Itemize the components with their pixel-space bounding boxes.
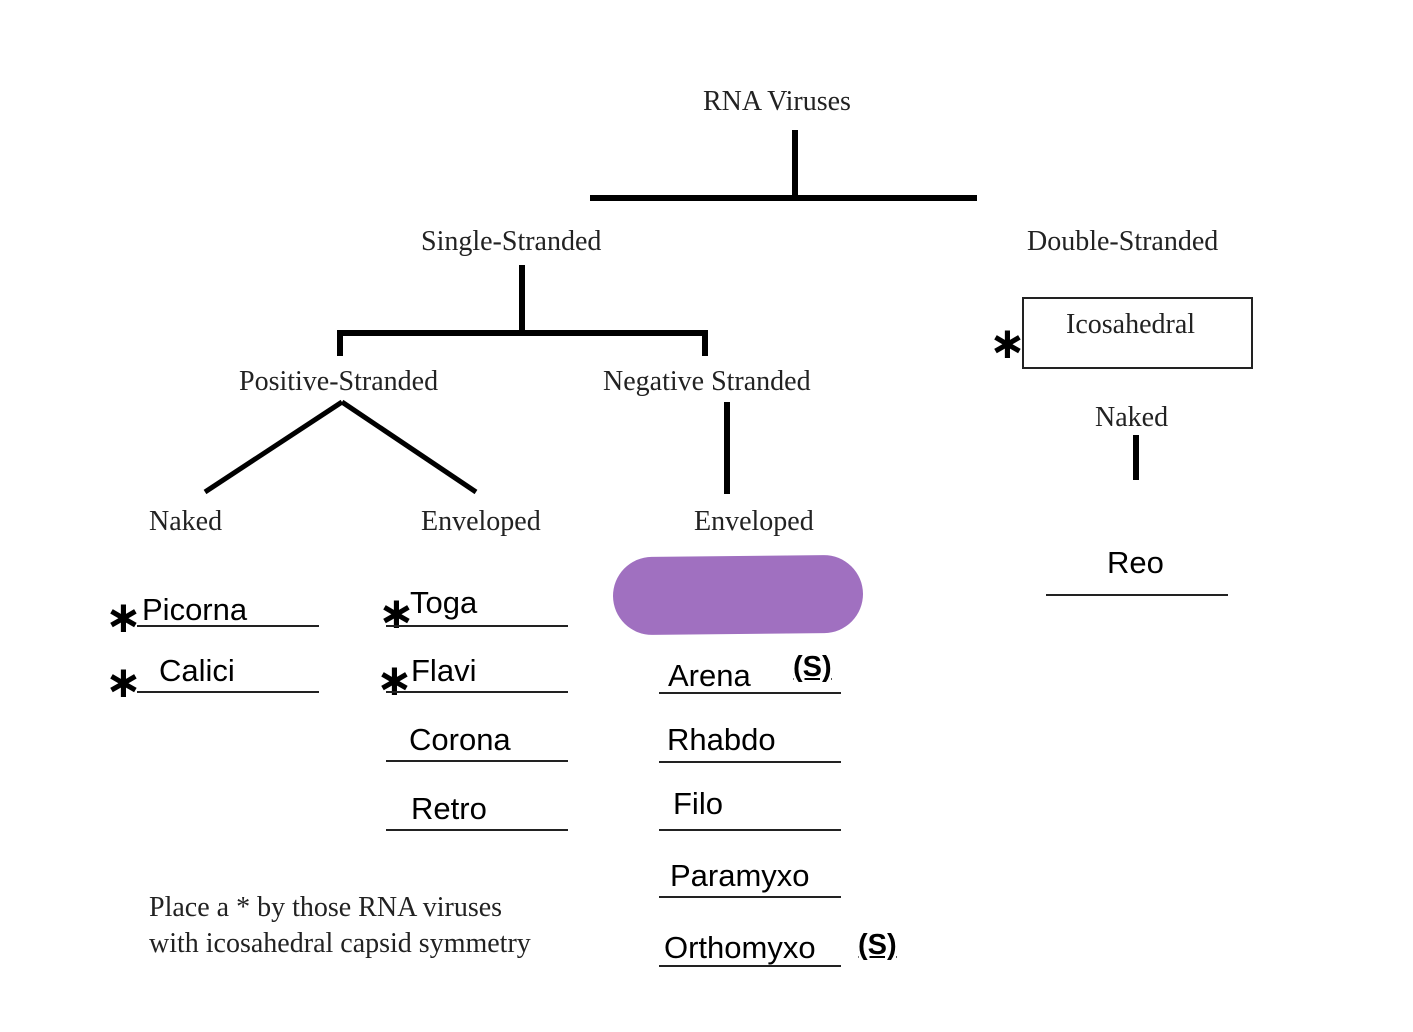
answer-corona: Corona: [409, 722, 511, 757]
answer-blank: [386, 691, 568, 693]
answer-blank: [659, 896, 841, 898]
answer-blank: [137, 625, 319, 627]
answer-blank: [659, 692, 841, 694]
answer-picorna: Picorna: [142, 592, 248, 627]
positive-naked-label: Naked: [149, 506, 223, 537]
segmented-marker: (S): [858, 929, 897, 961]
answer-arena: Arena: [668, 658, 751, 693]
answer-retro: Retro: [411, 791, 487, 826]
answer-blank: [386, 829, 568, 831]
negative-enveloped-label: Enveloped: [694, 506, 814, 537]
answer-blank: [659, 761, 841, 763]
negative-stranded-label: Negative Stranded: [603, 366, 811, 397]
double-naked-label: Naked: [1095, 402, 1169, 433]
answer-blank: [659, 829, 841, 831]
answer-rhabdo: Rhabdo: [667, 722, 776, 757]
instruction-line-1: Place a * by those RNA viruses: [149, 892, 503, 923]
answer-reo: Reo: [1107, 545, 1164, 580]
positive-left-branch: [203, 399, 344, 495]
answer-calici: Calici: [159, 653, 235, 688]
star-icon: ∗: [105, 592, 142, 643]
answer-toga: Toga: [410, 585, 478, 620]
answer-paramyxo: Paramyxo: [670, 858, 810, 893]
icosahedral-label: Icosahedral: [1066, 309, 1196, 340]
icosahedral-box: Icosahedral: [1022, 297, 1253, 369]
double-stranded-label: Double-Stranded: [1027, 226, 1219, 257]
answer-blank: [137, 691, 319, 693]
root-label: RNA Viruses: [703, 86, 851, 117]
star-icon: ∗: [376, 655, 413, 706]
redaction-highlight: [612, 554, 864, 636]
segmented-marker: (S): [793, 651, 832, 683]
answer-blank: [659, 965, 841, 967]
star-icon: ∗: [378, 588, 415, 639]
positive-enveloped-label: Enveloped: [421, 506, 541, 537]
instruction-line-2: with icosahedral capsid symmetry: [149, 928, 531, 959]
answer-blank: [386, 760, 568, 762]
answer-orthomyxo: Orthomyxo: [664, 930, 816, 965]
positive-stranded-label: Positive-Stranded: [239, 366, 439, 397]
positive-right-branch: [340, 399, 478, 495]
star-icon: ∗: [105, 657, 142, 708]
answer-blank: [1046, 594, 1228, 596]
answer-filo: Filo: [673, 786, 723, 821]
star-icon: ∗: [989, 318, 1026, 369]
single-stranded-label: Single-Stranded: [421, 226, 602, 257]
answer-blank: [386, 625, 568, 627]
answer-flavi: Flavi: [411, 653, 477, 688]
